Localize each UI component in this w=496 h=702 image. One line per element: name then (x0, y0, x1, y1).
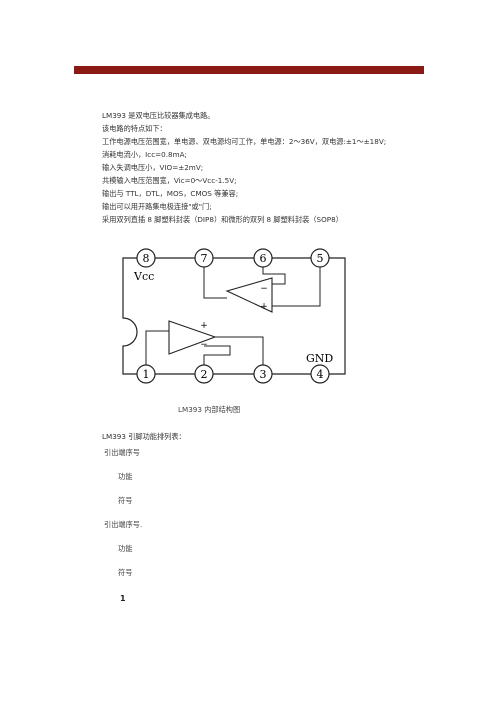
svg-text:2: 2 (201, 368, 208, 381)
page-number: 1 (120, 594, 126, 603)
pin-2: 2 (194, 364, 214, 384)
paragraph-line: 输入失调电压小，VIO=±2mV; (102, 163, 204, 172)
pin-4: 4 (310, 364, 330, 384)
paragraph-line: 采用双列直插 8 脚塑料封装（DIP8）和微形的双列 8 脚塑料封装（SOP8） (102, 215, 343, 224)
lm393-internal-diagram: 8 7 6 5 1 2 3 4 Vcc GND − + + − (122, 248, 346, 384)
diagram-caption: LM393 内部结构图 (178, 405, 241, 414)
list-item: 引出端序号 (104, 448, 140, 457)
paragraph-line: 消耗电流小，Icc=0.8mA; (102, 150, 187, 159)
paragraph-line: LM393 是双电压比较器集成电路。 (102, 111, 215, 120)
pin-5: 5 (310, 248, 330, 268)
comparator-b-plus: + (200, 321, 208, 331)
paragraph-line: 共模输入电压范围宽，Vic=0～Vcc-1.5V; (102, 176, 237, 185)
svg-text:5: 5 (317, 252, 324, 265)
paragraph-line: 该电路的特点如下： (102, 124, 167, 133)
comparator-a-minus: − (260, 284, 268, 294)
pin-7: 7 (194, 248, 214, 268)
package-outline (122, 257, 346, 375)
list-item: 功能 (118, 472, 133, 481)
pin-3: 3 (253, 364, 273, 384)
svg-text:7: 7 (201, 252, 208, 265)
pin-1: 1 (136, 364, 156, 384)
vcc-label: Vcc (133, 270, 154, 283)
pin-8: 8 (136, 248, 156, 268)
paragraph-line: 输出与 TTL，DTL，MOS，CMOS 等兼容; (102, 189, 239, 198)
comparator-b-minus: − (200, 340, 208, 350)
pin-list-heading: LM393 引脚功能排列表： (102, 432, 186, 441)
svg-text:4: 4 (317, 368, 324, 381)
list-item: 符号 (118, 568, 133, 577)
svg-text:3: 3 (260, 368, 267, 381)
paragraph-line: 工作电源电压范围宽，单电源、双电源均可工作，单电源：2～36V，双电源:±1～±… (102, 137, 387, 146)
header-bar (74, 66, 424, 74)
list-item: 符号 (118, 496, 133, 505)
paragraph-line: 输出可以用开路集电极连接"或"门; (102, 202, 212, 211)
svg-text:6: 6 (260, 252, 267, 265)
comparator-a (225, 277, 273, 313)
list-item: 功能 (118, 544, 133, 553)
comparator-b (168, 320, 217, 355)
svg-text:1: 1 (143, 368, 150, 381)
list-item: 引出端序号. (104, 520, 143, 529)
svg-text:8: 8 (143, 252, 150, 265)
comparator-a-plus: + (260, 302, 268, 312)
pin-6: 6 (253, 248, 273, 268)
gnd-label: GND (306, 352, 333, 365)
